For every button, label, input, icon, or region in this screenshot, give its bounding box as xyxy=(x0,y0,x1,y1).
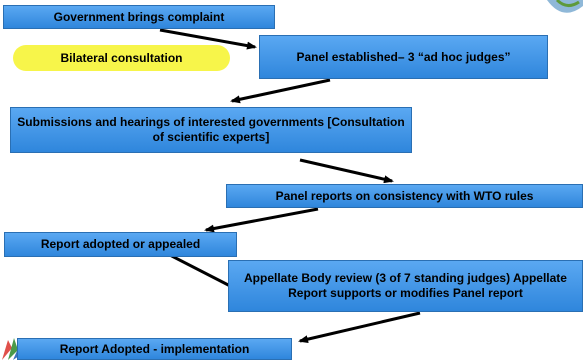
step-report-adopted-or-appealed-label: Report adopted or appealed xyxy=(40,237,201,251)
step-panel-reports-label: Panel reports on consistency with WTO ru… xyxy=(275,188,534,203)
arrow-panel-to-submissions xyxy=(230,78,331,104)
arrow-submissions-to-panel-reports xyxy=(299,158,394,184)
step-appellate-review-label: Appellate Body review (3 of 7 standing j… xyxy=(244,271,567,300)
step-bilateral-consultation: Bilateral consultation xyxy=(13,45,230,71)
step-panel-reports: Panel reports on consistency with WTO ru… xyxy=(226,184,583,208)
step-panel-established-label: Panel established– 3 “ad hoc judges” xyxy=(296,49,511,64)
step-complaint: Government brings complaint xyxy=(3,5,275,29)
step-report-adopted-implementation: Report Adopted - implementation xyxy=(17,338,292,360)
step-submissions-hearings-label: Submissions and hearings of interested g… xyxy=(17,115,405,144)
corner-globe-decoration xyxy=(547,0,583,13)
step-complaint-label: Government brings complaint xyxy=(53,9,225,24)
arrow-complaint-to-panel xyxy=(159,28,257,50)
step-panel-established: Panel established– 3 “ad hoc judges” xyxy=(259,35,548,79)
arrow-appellate-to-implementation xyxy=(298,311,421,344)
step-bilateral-consultation-label: Bilateral consultation xyxy=(60,51,183,65)
arrow-panel-reports-to-adopted xyxy=(204,207,319,233)
step-report-adopted-or-appealed: Report adopted or appealed xyxy=(4,232,237,257)
step-submissions-hearings: Submissions and hearings of interested g… xyxy=(10,107,412,153)
step-appellate-review: Appellate Body review (3 of 7 standing j… xyxy=(228,260,583,312)
arrow-adopted-to-appellate xyxy=(161,249,240,292)
step-report-adopted-implementation-label: Report Adopted - implementation xyxy=(59,341,250,356)
